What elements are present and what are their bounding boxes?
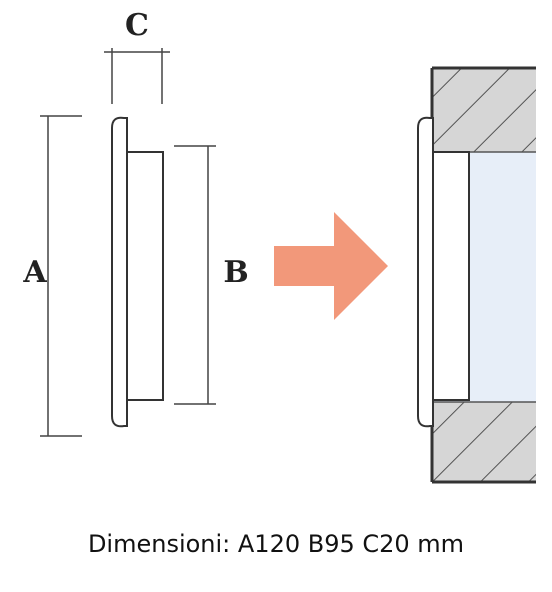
product-side-view xyxy=(111,116,164,428)
installed-view xyxy=(417,66,536,484)
installed-body xyxy=(432,151,470,401)
right-arrow-icon xyxy=(274,212,388,320)
installed-flange xyxy=(417,116,434,428)
dimensions-caption: Dimensioni: A120 B95 C20 mm xyxy=(87,530,465,558)
dimension-b: B xyxy=(174,145,249,405)
dimension-label-b: B xyxy=(223,255,248,290)
dimension-label-a: A xyxy=(22,255,47,290)
product-diagram: C A B xyxy=(22,8,536,484)
wall-top xyxy=(432,68,536,152)
dimension-c: C xyxy=(104,8,170,104)
dimension-label-c: C xyxy=(125,8,149,43)
wall-bottom xyxy=(432,402,536,482)
dimension-a: A xyxy=(22,115,82,437)
